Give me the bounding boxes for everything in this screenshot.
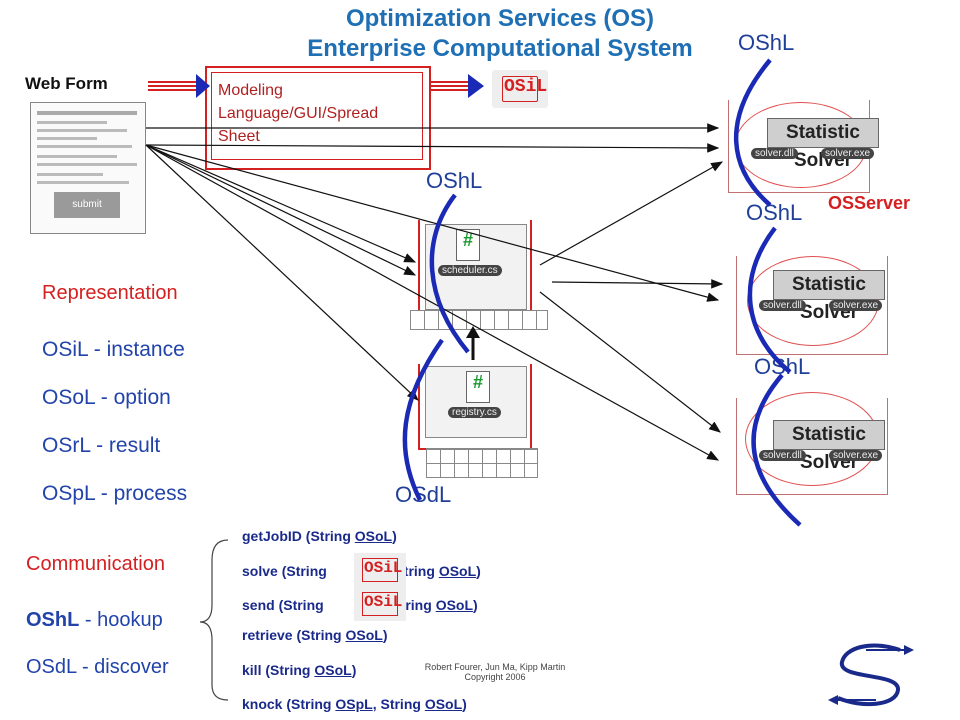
comm-oshl-desc: - hookup — [79, 609, 163, 631]
solver-panel-3: Statistic Solver solver.dll solver.exe — [736, 392, 888, 495]
scheduler-file-name: scheduler.cs — [438, 265, 502, 276]
web-form-label: Web Form — [25, 74, 108, 93]
arrow-form-solver2 — [145, 144, 720, 302]
arrow-registry-scheduler-head — [466, 326, 480, 338]
solver-exe-2: solver.exe — [829, 300, 883, 311]
osdl-label: OSdL — [395, 482, 452, 507]
os-logo-icon — [834, 643, 908, 707]
red-arrow-web-to-modeling — [148, 81, 200, 91]
red-arrow-head-1 — [196, 74, 210, 98]
osserver-label: OSServer — [828, 193, 911, 213]
registry-table — [426, 448, 538, 478]
solver-exe-1: solver.exe — [821, 148, 875, 159]
communication-heading: Communication — [26, 553, 165, 575]
arrow-form-scheduler-b — [145, 144, 417, 276]
solver-title-2: Statistic Solver — [773, 270, 885, 323]
comm-oshl-abbr: OShL — [26, 609, 80, 631]
solver-dll-3: solver.dll — [759, 450, 806, 461]
modeling-language-box: Modeling Language/GUI/Spread Sheet — [205, 66, 431, 170]
arrow-form-scheduler-a — [145, 144, 417, 263]
osil-logo-solve: OSiL — [354, 553, 406, 587]
red-arrow-modeling-to-osil — [430, 81, 472, 91]
arrow-scheduler-solver2 — [551, 279, 724, 289]
command-brace — [199, 539, 229, 701]
rep-item-osil: OSiL - instance — [42, 338, 185, 361]
arrow-form-registry — [145, 144, 419, 401]
page-title: Optimization Services (OS) Enterprise Co… — [0, 4, 960, 64]
rep-item-osol: OSoL - option — [42, 386, 171, 409]
rep-item-ospl: OSpL - process — [42, 482, 188, 505]
rep-item-osrl: OSrL - result — [42, 434, 161, 457]
registry-file-icon: # — [466, 371, 490, 403]
credit-copyright: Copyright 2006 — [464, 672, 526, 682]
oshl-label-middle: OShL — [746, 200, 803, 225]
solver-dll-1: solver.dll — [751, 148, 798, 159]
arrow-form-solver1-b — [145, 143, 720, 153]
arrow-scheduler-solver1 — [539, 161, 724, 266]
oshl-curve-bottom — [751, 373, 802, 527]
oshl-curve-top — [734, 58, 772, 207]
arrow-scheduler-solver3 — [539, 291, 721, 433]
oshl-label-top: OShL — [738, 30, 795, 55]
oshl-label-scheduler: OShL — [426, 168, 483, 193]
solver-panel-2: Statistic Solver solver.dll solver.exe — [736, 256, 888, 355]
arrow-form-solver3 — [145, 144, 720, 461]
web-form-thumbnail — [30, 102, 146, 234]
oshl-curve-scheduler — [429, 193, 470, 354]
scheduler-card: # scheduler.cs — [425, 224, 527, 310]
registry-file-name: registry.cs — [448, 407, 501, 418]
modeling-language-text: Modeling Language/GUI/Spread Sheet — [218, 82, 379, 145]
comm-item-oshl: OShL - hookup — [26, 609, 163, 632]
solver-title-3: Statistic Solver — [773, 420, 885, 473]
solver-panel-1: Statistic Solver solver.dll solver.exe — [728, 100, 879, 193]
credit: Robert Fourer, Jun Ma, Kipp Martin Copyr… — [400, 662, 590, 682]
command-getjobid: getJobID (String OSoL) — [242, 528, 397, 544]
osil-logo-send: OSiL — [354, 587, 406, 621]
command-knock: knock (String OSpL, String OSoL) — [242, 696, 467, 712]
title-line-1: Optimization Services (OS) — [345, 5, 655, 32]
solver-title-1: Statistic Solver — [767, 118, 879, 171]
command-kill: kill (String OSoL) — [242, 662, 357, 678]
title-line-2: Enterprise Computational System — [307, 35, 693, 62]
registry-card: # registry.cs — [425, 366, 527, 438]
osil-logo: OSiL — [492, 70, 548, 108]
red-arrow-head-2 — [468, 74, 484, 98]
oshl-curve-middle — [747, 226, 792, 374]
solver-dll-2: solver.dll — [759, 300, 806, 311]
comm-item-osdl: OSdL - discover — [26, 656, 169, 678]
solver-exe-3: solver.exe — [829, 450, 883, 461]
credit-authors: Robert Fourer, Jun Ma, Kipp Martin — [424, 662, 566, 672]
command-retrieve: retrieve (String OSoL) — [242, 627, 388, 643]
osdl-curve-registry — [402, 338, 444, 502]
submit-button[interactable]: submit — [54, 192, 120, 218]
representation-heading: Representation — [42, 282, 178, 304]
